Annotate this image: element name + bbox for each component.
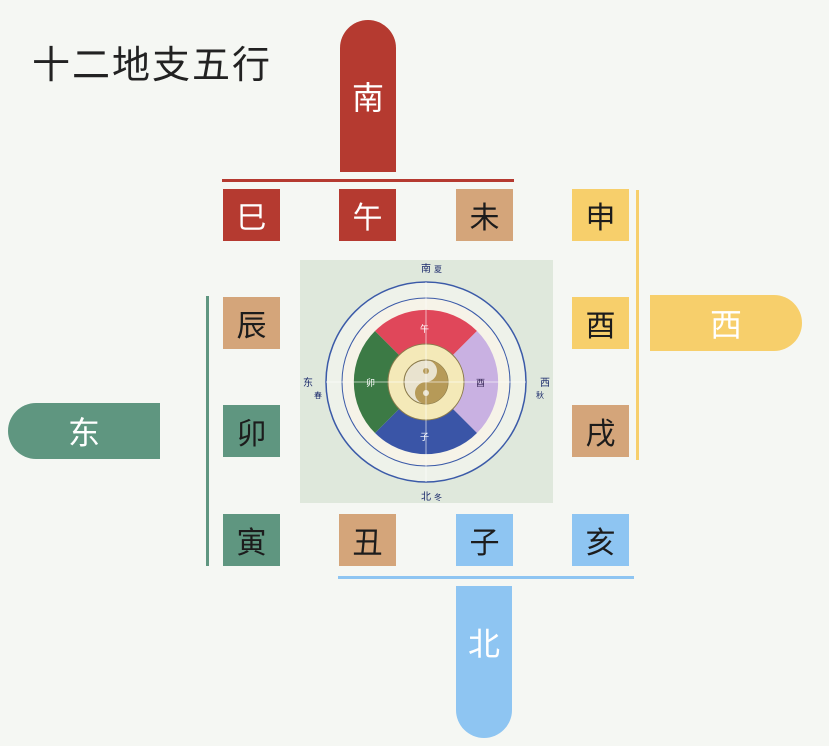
- page-title: 十二地支五行: [32, 43, 273, 87]
- north-divider: [338, 576, 634, 579]
- direction-south: 南: [340, 20, 396, 172]
- direction-north: 北: [456, 586, 512, 738]
- direction-north-label: 北: [467, 625, 500, 663]
- wheel-season-spring: 春: [314, 390, 322, 400]
- wheel-inner-east: 卯: [366, 378, 375, 389]
- branch-you: 酉: [572, 297, 629, 349]
- branch-si: 巳: [223, 189, 280, 241]
- wheel-east-label: 东: [303, 376, 313, 389]
- branch-shen: 申: [572, 189, 629, 241]
- west-divider: [636, 190, 639, 460]
- wheel-north-label: 北: [421, 491, 431, 503]
- wheel-inner-north: 子: [420, 432, 429, 443]
- branch-mao: 卯: [223, 405, 280, 457]
- direction-east: 东: [8, 403, 160, 459]
- branch-hai: 亥: [572, 514, 629, 566]
- direction-west-label: 西: [709, 306, 742, 344]
- wheel-west-label: 西: [540, 378, 550, 389]
- five-elements-wheel: 南 北 东 西 午 子 卯 酉 夏 冬 春 秋: [303, 262, 550, 503]
- wheel-inner-south: 午: [420, 323, 429, 335]
- branch-chen: 辰: [223, 297, 280, 349]
- east-divider: [206, 296, 209, 566]
- wheel-season-autumn: 秋: [536, 390, 544, 400]
- wheel-season-winter: 冬: [434, 492, 442, 502]
- five-elements-wheel-panel: 南 北 东 西 午 子 卯 酉 夏 冬 春 秋: [300, 260, 553, 503]
- branch-chou: 丑: [339, 514, 396, 566]
- branch-yin: 寅: [223, 514, 280, 566]
- wheel-south-label: 南: [421, 262, 431, 275]
- direction-east-label: 东: [67, 414, 100, 452]
- branch-wei: 未: [456, 189, 513, 241]
- direction-west: 西: [650, 295, 802, 351]
- branch-zi: 子: [456, 514, 513, 566]
- branch-wu: 午: [339, 189, 396, 241]
- branch-xu: 戌: [572, 405, 629, 457]
- wheel-inner-west: 酉: [476, 378, 485, 389]
- wheel-season-summer: 夏: [434, 265, 442, 274]
- direction-south-label: 南: [351, 79, 384, 117]
- south-divider: [222, 179, 514, 182]
